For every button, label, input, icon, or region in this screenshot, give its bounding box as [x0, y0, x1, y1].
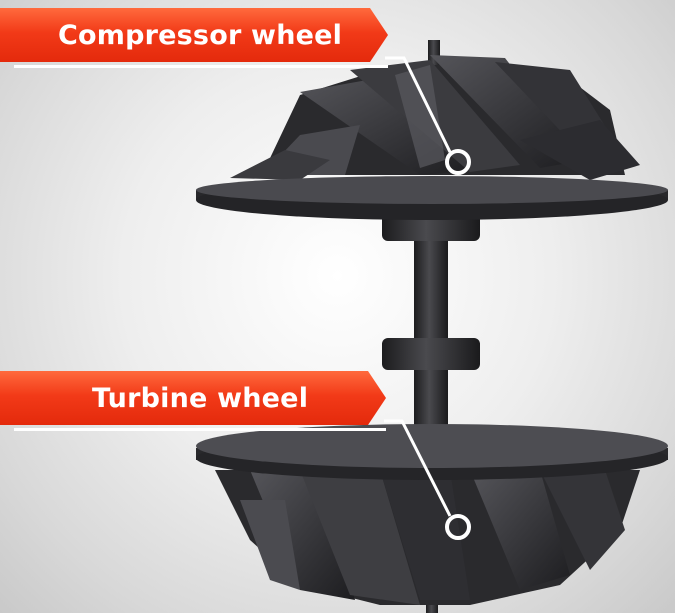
- turbine-marker-ring: [445, 514, 471, 540]
- turbine-wheel-label: Turbine wheel: [0, 371, 386, 431]
- label-underline: [14, 65, 388, 68]
- compressor-wheel-label: Compressor wheel: [0, 8, 388, 68]
- label-banner-background: [0, 371, 386, 425]
- compressor-leader: [385, 56, 471, 175]
- turbine-wheel-label-text: Turbine wheel: [92, 382, 309, 414]
- label-banner-background: [0, 8, 388, 62]
- compressor-wheel-label-text: Compressor wheel: [58, 19, 343, 51]
- turbine-wheel: [196, 424, 668, 605]
- compressor-marker-ring: [445, 149, 471, 175]
- label-underline: [14, 428, 386, 431]
- turbine-leader: [384, 419, 471, 540]
- compressor-wheel: [196, 55, 668, 220]
